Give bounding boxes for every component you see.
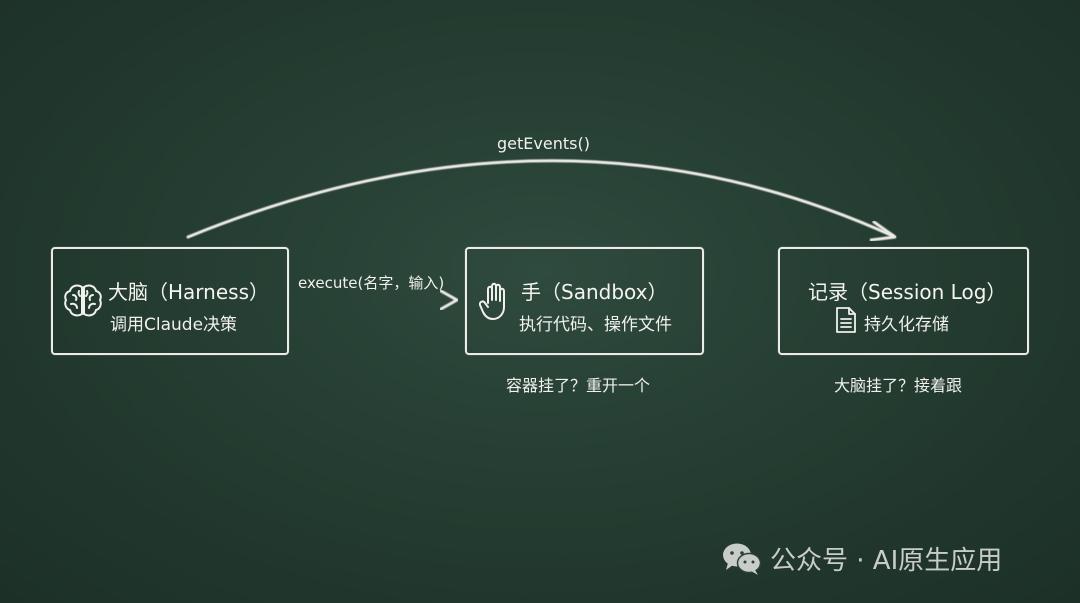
sandbox-title: 手（Sandbox） bbox=[521, 280, 668, 304]
brain-icon bbox=[64, 284, 102, 317]
harness-subtitle: 调用Claude决策 bbox=[110, 315, 238, 335]
harness-title: 大脑（Harness） bbox=[108, 280, 269, 304]
document-icon bbox=[836, 307, 856, 333]
watermark: 公众号 · AI原生应用 bbox=[722, 540, 1002, 577]
session-log-title: 记录（Session Log） bbox=[808, 280, 1007, 304]
wechat-icon bbox=[723, 543, 762, 575]
get-events-arrowhead bbox=[869, 220, 897, 242]
harness-node: 大脑（Harness） 调用Claude决策 bbox=[51, 247, 289, 355]
hand-icon bbox=[479, 282, 505, 320]
execute-arrowhead bbox=[439, 289, 459, 311]
watermark-text: 公众号 · AI原生应用 bbox=[770, 546, 1003, 576]
sandbox-node: 手（Sandbox） 执行代码、操作文件 bbox=[465, 247, 704, 355]
session-log-subtitle: 持久化存储 bbox=[864, 315, 949, 335]
sandbox-subtitle: 执行代码、操作文件 bbox=[519, 315, 672, 335]
execute-label: execute(名字，输入) bbox=[298, 274, 445, 292]
get-events-label: getEvents() bbox=[497, 134, 590, 153]
session-log-note: 大脑挂了？接着跟 bbox=[834, 376, 963, 395]
sandbox-note: 容器挂了？重开一个 bbox=[506, 376, 651, 395]
session-log-node: 记录（Session Log） 持久化存储 bbox=[778, 247, 1029, 355]
get-events-arrow bbox=[186, 159, 895, 239]
